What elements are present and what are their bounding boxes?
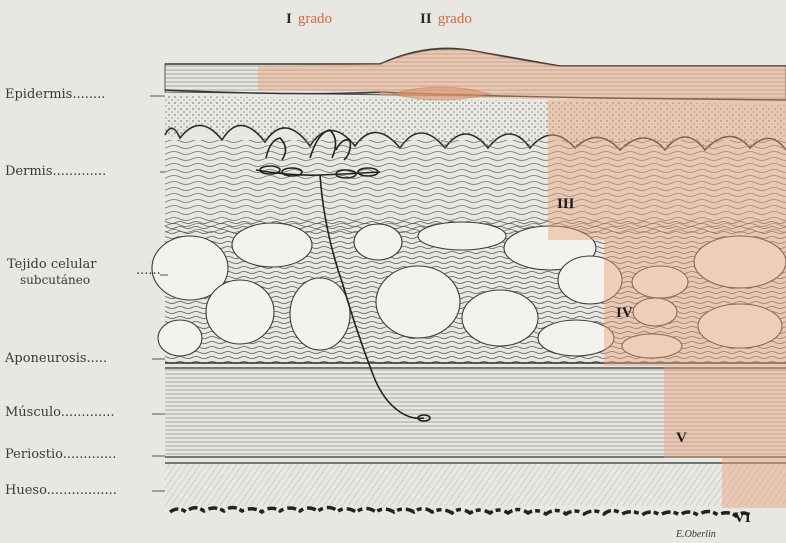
second-degree-label: II grado <box>420 11 472 28</box>
second-degree-word: grado <box>438 11 472 27</box>
engraver-signature: E.Oberlin <box>676 529 716 540</box>
label-tejido-dots: ...... <box>136 264 161 278</box>
degree-marker-v: V <box>676 430 687 447</box>
degree-marker-vi: VI <box>734 510 751 527</box>
label-periostio: Periostio............. <box>5 448 116 462</box>
label-hueso: Hueso................. <box>5 484 117 498</box>
first-degree-numeral: I <box>286 11 292 27</box>
burn-zone-4 <box>604 238 786 366</box>
burn-zone-6 <box>722 456 786 508</box>
label-dermis: Dermis............. <box>5 165 106 179</box>
label-epidermis: Epidermis........ <box>5 88 105 102</box>
first-degree-word: grado <box>298 11 332 27</box>
burn-zone-1 <box>258 64 380 92</box>
burn-zone-3 <box>548 100 786 240</box>
bone-trabeculae <box>170 508 750 517</box>
second-degree-numeral: II <box>420 11 432 27</box>
label-musculo: Músculo............. <box>5 406 114 420</box>
degree-marker-iv: IV <box>616 305 633 322</box>
label-aponeurosis: Aponeurosis..... <box>5 352 107 366</box>
label-tejido-line1: Tejido celular <box>7 258 96 272</box>
bone-layer <box>165 464 786 506</box>
degree-marker-iii: III <box>557 196 575 213</box>
label-tejido-line2: subcutáneo <box>20 273 90 287</box>
